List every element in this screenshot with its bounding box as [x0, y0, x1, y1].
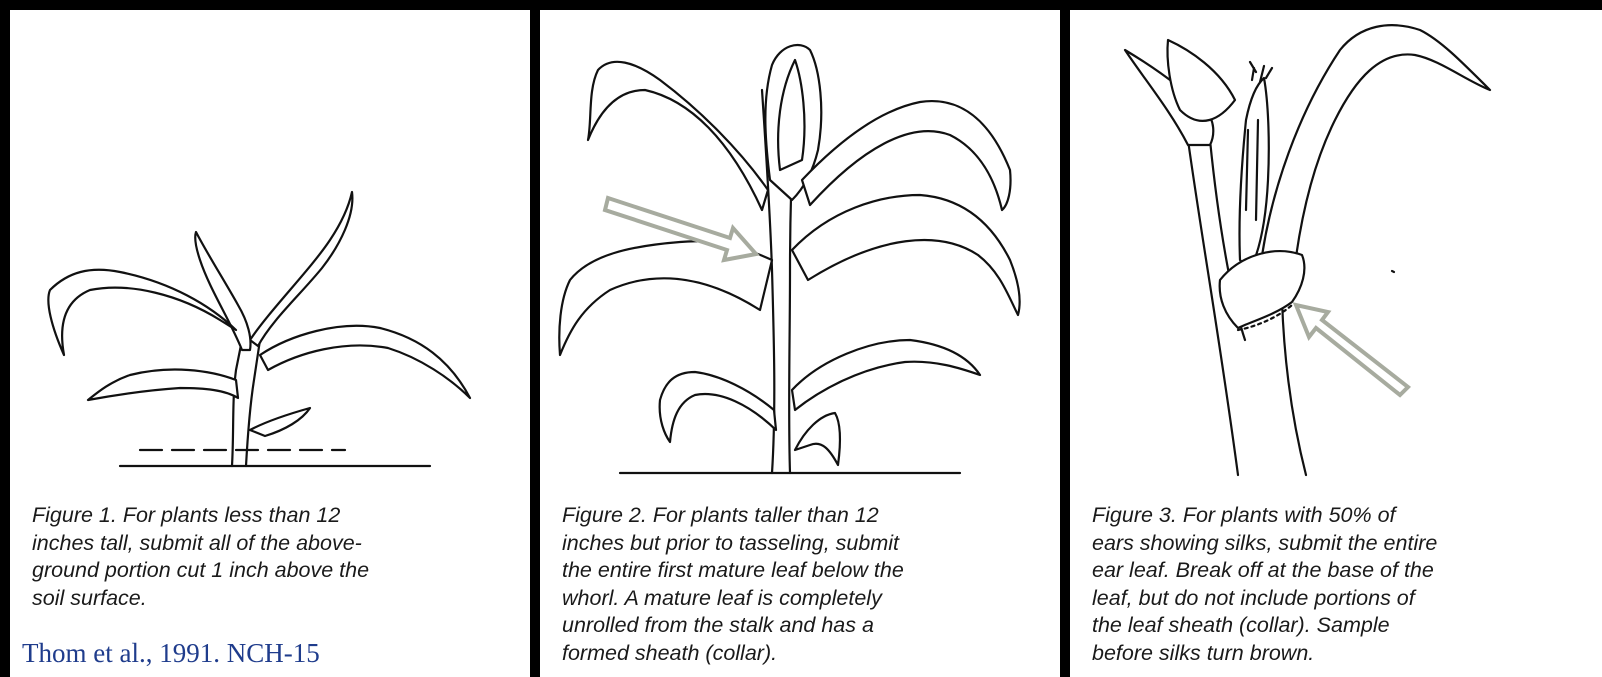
caption-line: unrolled from the stalk and has a	[562, 612, 1046, 640]
caption-line: before silks turn brown.	[1092, 640, 1588, 668]
pointer-arrow-icon	[1296, 305, 1408, 395]
figure-2-panel: Figure 2. For plants taller than 12 inch…	[540, 10, 1060, 677]
caption-line: whorl. A mature leaf is completely	[562, 585, 1046, 613]
caption-line: leaf, but do not include portions of	[1092, 585, 1588, 613]
caption-line: inches but prior to tasseling, submit	[562, 530, 1046, 558]
caption-line: Figure 1. For plants less than 12	[32, 502, 516, 530]
caption-line: inches tall, submit all of the above-	[32, 530, 516, 558]
seedling-illustration	[10, 10, 530, 490]
caption-line: soil surface.	[32, 585, 516, 613]
figure-1-caption: Figure 1. For plants less than 12 inches…	[32, 502, 516, 612]
caption-line: the entire first mature leaf below the	[562, 557, 1046, 585]
figure-3-caption: Figure 3. For plants with 50% of ears sh…	[1092, 502, 1588, 667]
caption-line: ears showing silks, submit the entire	[1092, 530, 1588, 558]
figure-1-panel: Figure 1. For plants less than 12 inches…	[10, 10, 530, 677]
ear-leaf-illustration	[1070, 10, 1602, 490]
figure-3-panel: Figure 3. For plants with 50% of ears sh…	[1070, 10, 1602, 677]
caption-line: Figure 2. For plants taller than 12	[562, 502, 1046, 530]
caption-line: the leaf sheath (collar). Sample	[1092, 612, 1588, 640]
source-credit: Thom et al., 1991. NCH-15	[22, 638, 320, 669]
caption-line: ground portion cut 1 inch above the	[32, 557, 516, 585]
figure-2-caption: Figure 2. For plants taller than 12 inch…	[562, 502, 1046, 667]
corn-plant-illustration	[540, 10, 1060, 490]
caption-line: formed sheath (collar).	[562, 640, 1046, 668]
caption-line: Figure 3. For plants with 50% of	[1092, 502, 1588, 530]
caption-line: ear leaf. Break off at the base of the	[1092, 557, 1588, 585]
